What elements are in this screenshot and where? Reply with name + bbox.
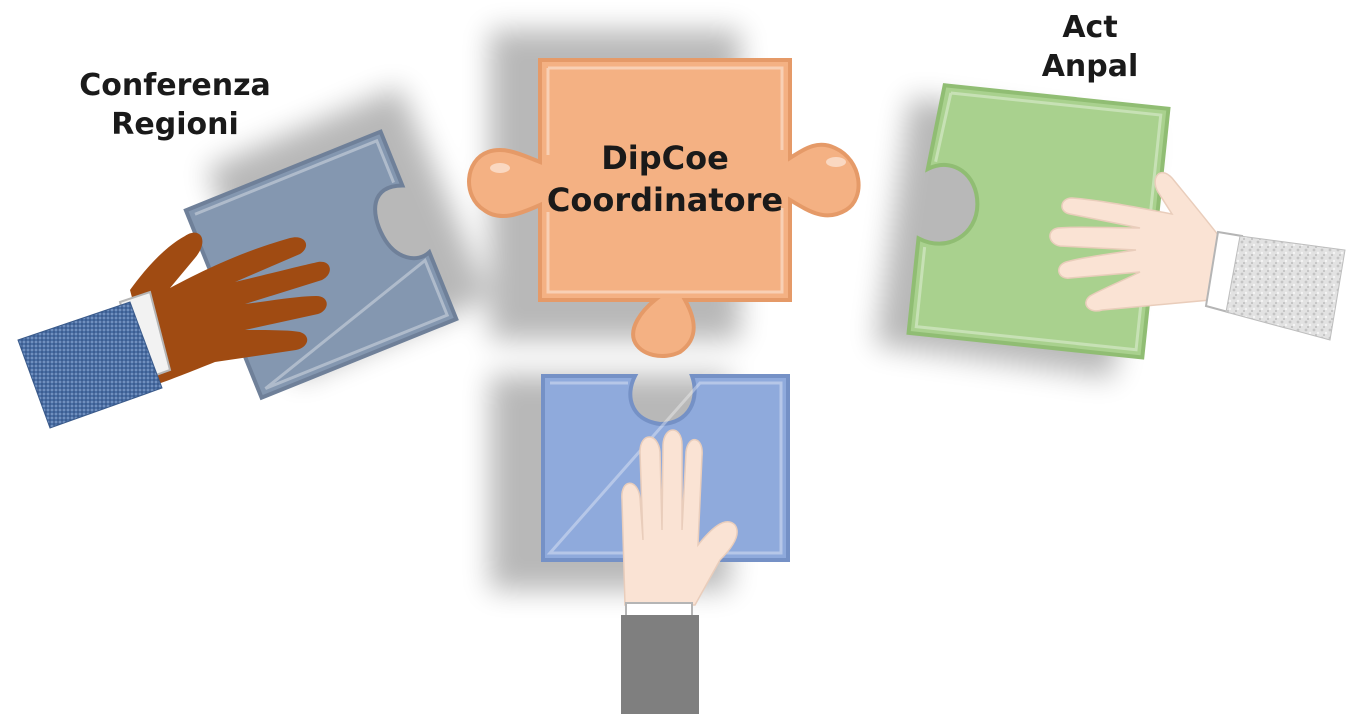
label-line: Anpal [1041,49,1139,84]
label-conferenza-regioni: Conferenza Regioni [60,66,290,144]
hand-icon [130,232,330,385]
label-line: Act [1062,10,1118,45]
hand-icon [621,429,738,606]
sleeve-icon [17,290,172,429]
sleeve-icon [1204,230,1346,341]
sleeve-icon [621,602,699,714]
hand-icon [1049,171,1223,312]
label-line: Regioni [111,107,239,142]
puzzle-piece-icon [467,58,861,358]
label-line: Coordinatore [546,180,784,219]
label-act-anpal: Act Anpal [1020,8,1160,86]
label-line: DipCoe [601,139,729,177]
label-line: Conferenza [79,68,271,103]
label-dipcoe-coordinatore: DipCoe Coordinatore [535,138,795,221]
